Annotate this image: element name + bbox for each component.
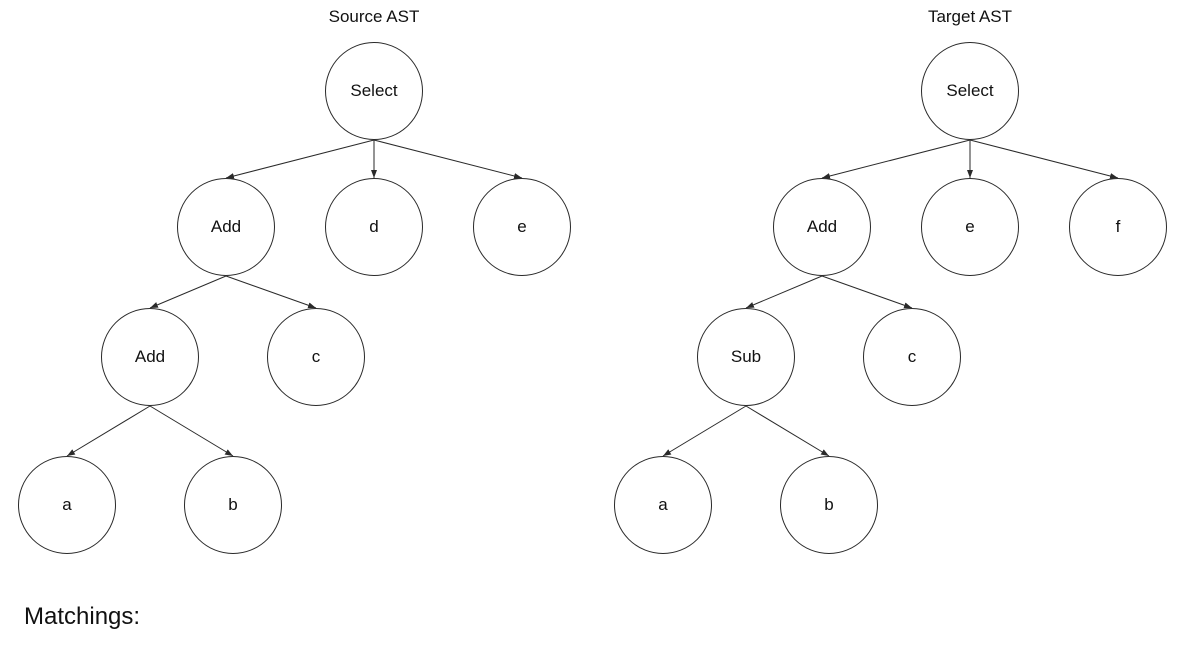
source-node-b: b (184, 456, 282, 554)
matchings-label: Matchings: (24, 603, 141, 630)
source-ast-title: Source AST (328, 7, 420, 26)
target-ast-title: Target AST (927, 7, 1013, 26)
node-label: a (658, 495, 668, 514)
target-node-sub: Sub (697, 308, 795, 406)
node-label: d (369, 217, 379, 236)
node-label: c (311, 347, 321, 366)
edge-sub-a (662, 405, 747, 457)
edge-sub-b (745, 405, 830, 457)
target-node-a: a (614, 456, 712, 554)
source-node-a: a (18, 456, 116, 554)
edge-add-c (821, 275, 913, 309)
target-node-select: Select (921, 42, 1019, 140)
node-label: b (228, 495, 238, 514)
source-node-d: d (325, 178, 423, 276)
node-label: c (907, 347, 917, 366)
source-node-select: Select (325, 42, 423, 140)
target-node-b: b (780, 456, 878, 554)
source-node-add-outer: Add (177, 178, 275, 276)
edge-add-b (149, 405, 234, 457)
node-label: Add (210, 217, 242, 236)
edge-select-f (969, 139, 1119, 179)
node-label: Add (134, 347, 166, 366)
edge-select-add (821, 139, 971, 179)
target-ast-edges (662, 139, 1119, 457)
node-label: Select (946, 81, 994, 100)
target-node-c: c (863, 308, 961, 406)
node-label: Sub (730, 347, 762, 366)
node-label: f (1115, 217, 1121, 236)
node-label: e (965, 217, 975, 236)
edge-add-a (66, 405, 151, 457)
edge-add-add (149, 275, 227, 309)
target-node-e: e (921, 178, 1019, 276)
edge-add-c (225, 275, 317, 309)
target-node-add: Add (773, 178, 871, 276)
node-label: Add (806, 217, 838, 236)
source-node-c: c (267, 308, 365, 406)
source-node-add-inner: Add (101, 308, 199, 406)
edge-select-e (373, 139, 523, 179)
source-node-e: e (473, 178, 571, 276)
source-ast-edges (66, 139, 523, 457)
edge-select-add (225, 139, 375, 179)
node-label: a (62, 495, 72, 514)
target-node-f: f (1069, 178, 1167, 276)
node-label: Select (350, 81, 398, 100)
node-label: b (824, 495, 834, 514)
edge-add-sub (745, 275, 823, 309)
node-label: e (517, 217, 527, 236)
